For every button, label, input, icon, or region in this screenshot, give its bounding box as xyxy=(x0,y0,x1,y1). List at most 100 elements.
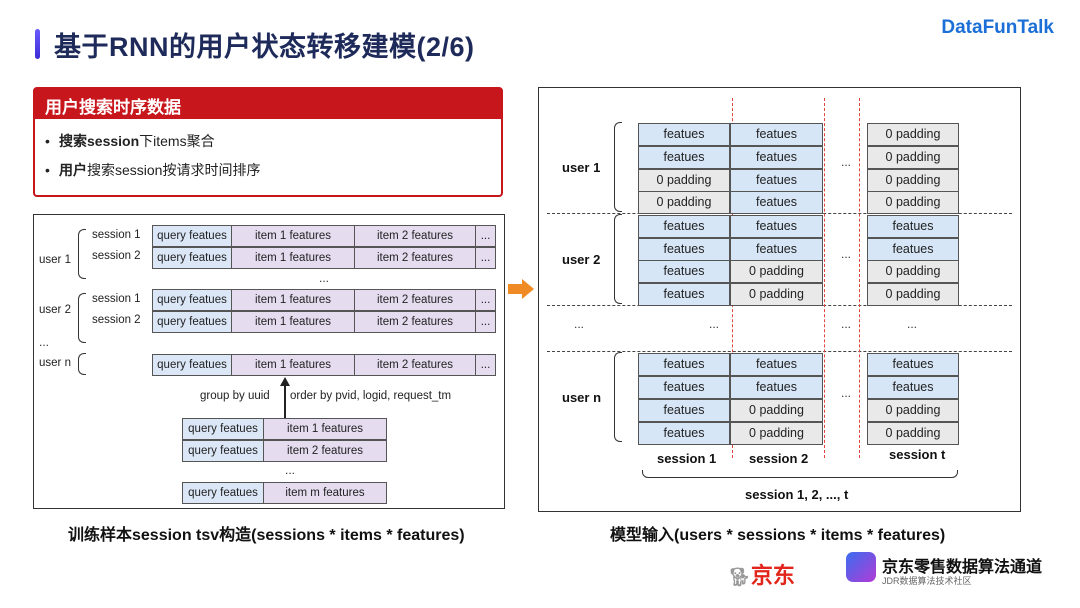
query-feature-cell: query featues xyxy=(152,289,232,311)
padding-cell: 0 padding xyxy=(867,169,959,192)
ellipsis: ... xyxy=(841,386,852,400)
more-cell: ... xyxy=(475,289,496,311)
user-label: user 2 xyxy=(39,304,71,316)
jd-dog-icon: 🐕︎ xyxy=(728,567,751,587)
feature-cell: featues xyxy=(638,260,730,283)
query-feature-cell: query featues xyxy=(182,440,264,462)
up-arrow-icon xyxy=(280,377,290,386)
session-range-label: session 1, 2, ..., t xyxy=(745,487,849,502)
query-feature-cell: query featues xyxy=(152,247,232,269)
info-box: 用户搜索时序数据 • 搜索session下items聚合 •用户搜索session… xyxy=(33,87,503,197)
padding-cell: 0 padding xyxy=(730,260,823,283)
info-item: •用户搜索session按请求时间排序 xyxy=(45,156,491,185)
feature-cell: featues xyxy=(730,238,823,261)
feature-cell: featues xyxy=(730,146,823,169)
jd-logo-text: 京东 xyxy=(750,563,795,588)
jd-team-name: 京东零售数据算法通道 xyxy=(882,559,1043,576)
ellipsis: ... xyxy=(574,317,585,331)
jd-team-subtitle: JDR数据算法技术社区 xyxy=(882,576,972,586)
info-item-text: 下items聚合 xyxy=(139,133,215,149)
item-feature-cell: item 2 features xyxy=(354,354,476,376)
feature-cell: featues xyxy=(638,123,730,146)
padding-cell: 0 padding xyxy=(638,169,730,192)
session-label: session 1 xyxy=(657,451,717,466)
padding-cell: 0 padding xyxy=(867,146,959,169)
feature-cell: featues xyxy=(638,353,730,376)
user-brace xyxy=(78,353,86,375)
ellipsis: ... xyxy=(319,271,330,285)
query-feature-cell: query featues xyxy=(182,482,264,504)
padding-cell: 0 padding xyxy=(730,422,823,445)
arrow-shaft xyxy=(284,385,286,419)
group-by-label: group by uuid xyxy=(200,390,270,402)
feature-cell: featues xyxy=(730,376,823,399)
padding-cell: 0 padding xyxy=(867,260,959,283)
jd-team-logo-icon xyxy=(846,552,876,582)
title-accent-bar xyxy=(35,29,40,59)
item-feature-cell: item 1 features xyxy=(231,289,355,311)
info-item-text: 搜索session按请求时间排序 xyxy=(87,162,261,178)
user-label: user 2 xyxy=(562,252,601,267)
padding-cell: 0 padding xyxy=(867,399,959,422)
feature-cell: featues xyxy=(730,191,823,214)
brand-logo: DataFunTalk xyxy=(941,17,1054,38)
more-cell: ... xyxy=(475,311,496,333)
feature-cell: featues xyxy=(638,238,730,261)
info-list: • 搜索session下items聚合 •用户搜索session按请求时间排序 xyxy=(35,119,501,193)
feature-cell: featues xyxy=(638,146,730,169)
session-label: session 2 xyxy=(749,451,809,466)
more-cell: ... xyxy=(475,354,496,376)
feature-cell: featues xyxy=(867,376,959,399)
user-brace xyxy=(614,352,622,442)
user-brace xyxy=(614,214,622,304)
more-cell: ... xyxy=(475,247,496,269)
info-header: 用户搜索时序数据 xyxy=(35,89,501,119)
ellipsis: ... xyxy=(841,247,852,261)
bullet-icon: • xyxy=(45,162,50,178)
user-label: user n xyxy=(562,390,602,405)
feature-cell: featues xyxy=(638,399,730,422)
bullet-icon: • xyxy=(45,133,50,149)
item-feature-cell: item 1 features xyxy=(231,225,355,247)
divider xyxy=(859,98,860,458)
feature-cell: featues xyxy=(638,215,730,238)
feature-cell: featues xyxy=(638,283,730,306)
session-tsv-diagram: user 1 session 1 session 2 query featues… xyxy=(33,214,505,509)
jd-logo: 🐕︎京东 xyxy=(728,558,795,590)
more-cell: ... xyxy=(475,225,496,247)
ellipsis: ... xyxy=(841,155,852,169)
order-by-label: order by pvid, logid, request_tm xyxy=(290,390,452,402)
query-feature-cell: query featues xyxy=(182,418,264,440)
info-item-bold: 搜索session xyxy=(59,133,140,149)
feature-cell: featues xyxy=(867,238,959,261)
padding-cell: 0 padding xyxy=(730,283,823,306)
item-feature-cell: item 2 features xyxy=(354,247,476,269)
ellipsis: ... xyxy=(841,317,852,331)
item-feature-cell: item 1 features xyxy=(231,247,355,269)
padding-cell: 0 padding xyxy=(867,283,959,306)
ellipsis: ... xyxy=(285,463,296,477)
left-caption: 训练样本session tsv构造(sessions * items * fea… xyxy=(68,527,465,544)
padding-cell: 0 padding xyxy=(867,422,959,445)
session-brace xyxy=(642,470,958,478)
item-feature-cell: item 2 features xyxy=(354,225,476,247)
feature-cell: featues xyxy=(638,376,730,399)
query-feature-cell: query featues xyxy=(152,354,232,376)
right-caption: 模型输入(users * sessions * items * features… xyxy=(610,527,946,544)
user-label: user 1 xyxy=(562,160,601,175)
item-feature-cell: item 1 features xyxy=(231,354,355,376)
user-brace xyxy=(78,229,86,279)
feature-cell: featues xyxy=(730,215,823,238)
session-label: session 1 xyxy=(92,229,141,241)
padding-cell: 0 padding xyxy=(867,191,959,214)
session-label: session 2 xyxy=(92,250,141,262)
ellipsis: ... xyxy=(709,317,720,331)
session-label: session 1 xyxy=(92,293,141,305)
item-feature-cell: item 2 features xyxy=(354,289,476,311)
user-brace xyxy=(614,122,622,212)
session-label: session t xyxy=(889,447,946,462)
ellipsis: ... xyxy=(39,335,50,349)
feature-cell: featues xyxy=(730,353,823,376)
padding-cell: 0 padding xyxy=(638,191,730,214)
page-title: 基于RNN的用户状态转移建模(2/6) xyxy=(54,32,475,62)
